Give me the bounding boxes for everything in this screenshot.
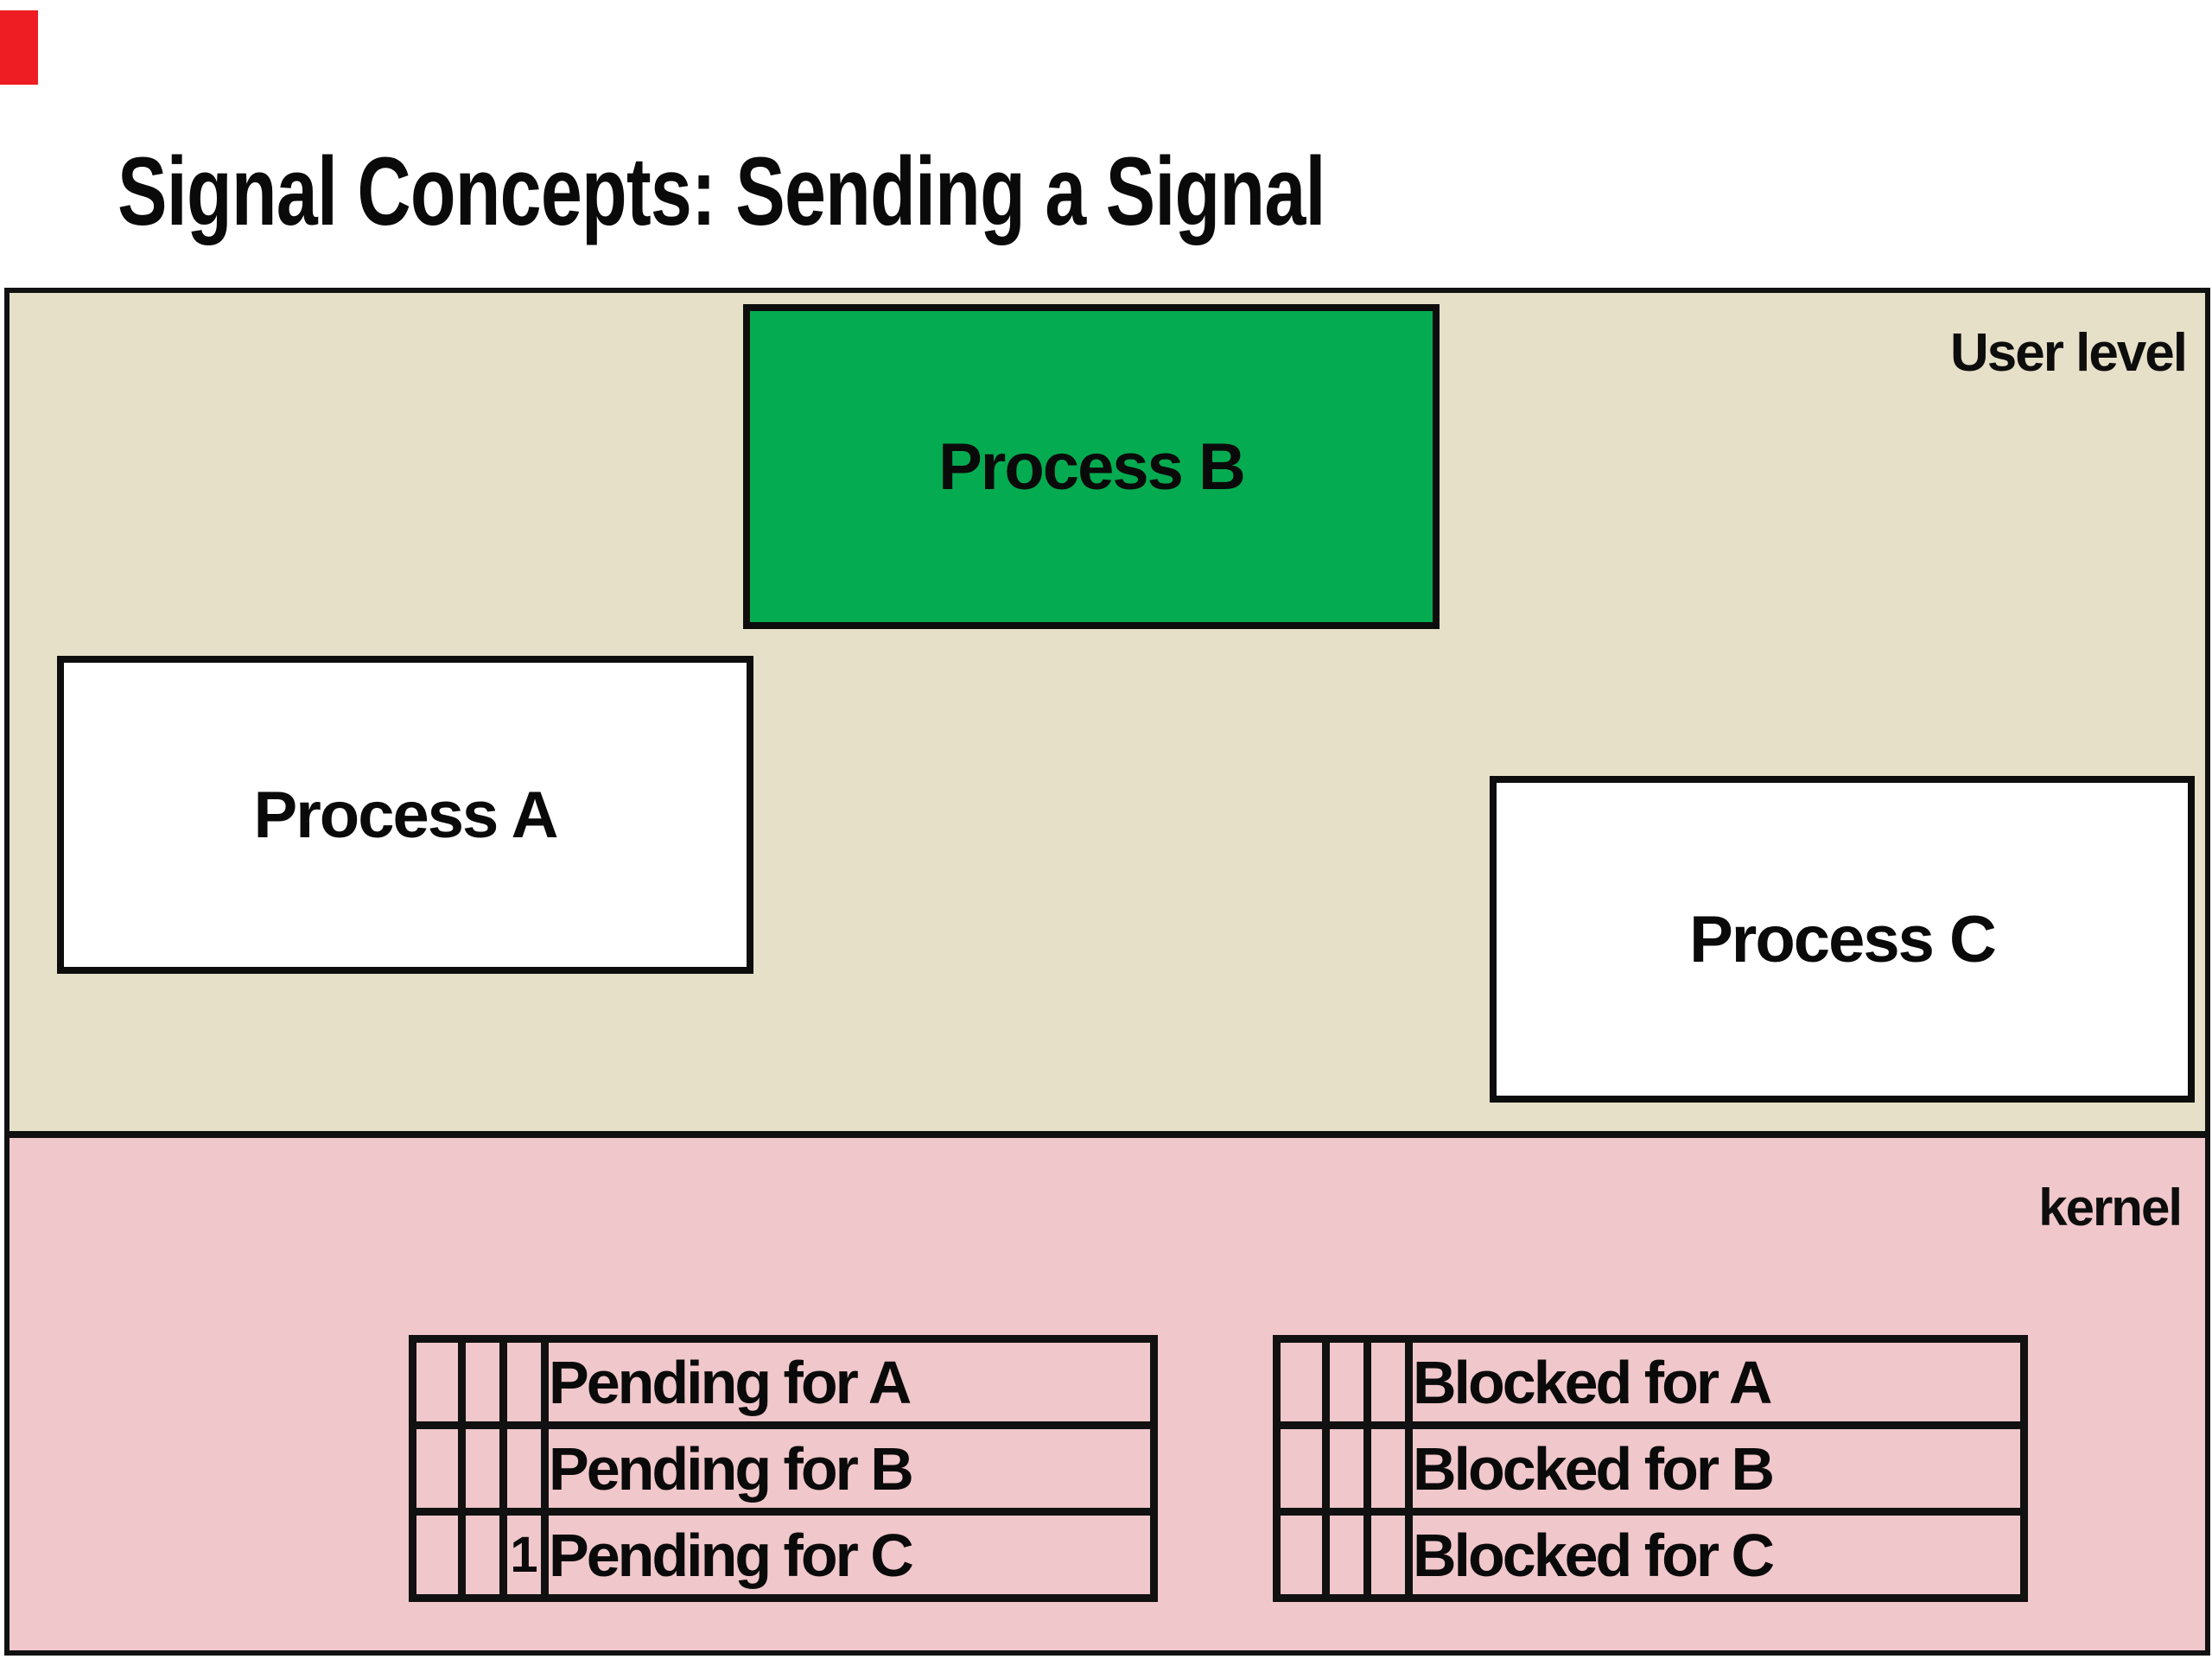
kernel-label: kernel [2038, 1179, 2183, 1236]
user-level-label: User level [1950, 323, 2188, 383]
signal-bit-cell [458, 1421, 507, 1516]
process-a-box: Process A [57, 656, 753, 974]
red-corner-marker [0, 10, 38, 85]
pending-row-b: Pending for B [409, 1421, 1158, 1516]
signal-bit-cell [499, 1421, 549, 1516]
pending-signals-table: Pending for A Pending for B 1 Pending fo… [409, 1335, 1158, 1602]
signal-bit-cell [499, 1335, 549, 1429]
signal-bit-cell [1273, 1421, 1330, 1516]
signal-bit-cell [1322, 1335, 1371, 1429]
pending-row-a: Pending for A [409, 1335, 1158, 1429]
process-b-label: Process B [938, 429, 1246, 504]
signal-bit-cell [409, 1508, 466, 1602]
pending-c-bit-1: 1 [499, 1508, 549, 1602]
pending-row-b-label: Pending for B [541, 1421, 1158, 1516]
blocked-row-b-label: Blocked for B [1405, 1421, 2028, 1516]
signal-bit-cell [1322, 1508, 1371, 1602]
signal-bit-cell [409, 1335, 466, 1429]
process-b-box: Process B [743, 304, 1440, 629]
process-c-box: Process C [1490, 776, 2195, 1103]
signal-bit-cell [409, 1421, 466, 1516]
slide-title: Signal Concepts: Sending a Signal [118, 137, 1325, 245]
blocked-row-c: Blocked for C [1273, 1508, 2028, 1602]
pending-row-c: 1 Pending for C [409, 1508, 1158, 1602]
signal-bit-cell [1363, 1508, 1413, 1602]
signal-bit-cell [1322, 1421, 1371, 1516]
blocked-row-a-label: Blocked for A [1405, 1335, 2028, 1429]
process-a-label: Process A [253, 778, 559, 852]
blocked-row-c-label: Blocked for C [1405, 1508, 2028, 1602]
signal-bit-cell [1273, 1508, 1330, 1602]
blocked-signals-table: Blocked for A Blocked for B Blocked for … [1273, 1335, 2028, 1602]
signal-bit-cell [1273, 1335, 1330, 1429]
blocked-row-b: Blocked for B [1273, 1421, 2028, 1516]
pending-row-c-label: Pending for C [541, 1508, 1158, 1602]
signal-bit-cell [458, 1508, 507, 1602]
blocked-row-a: Blocked for A [1273, 1335, 2028, 1429]
signal-bit-cell [1363, 1335, 1413, 1429]
pending-row-a-label: Pending for A [541, 1335, 1158, 1429]
signal-bit-cell [1363, 1421, 1413, 1516]
process-c-label: Process C [1689, 902, 1997, 976]
signal-bit-cell [458, 1335, 507, 1429]
